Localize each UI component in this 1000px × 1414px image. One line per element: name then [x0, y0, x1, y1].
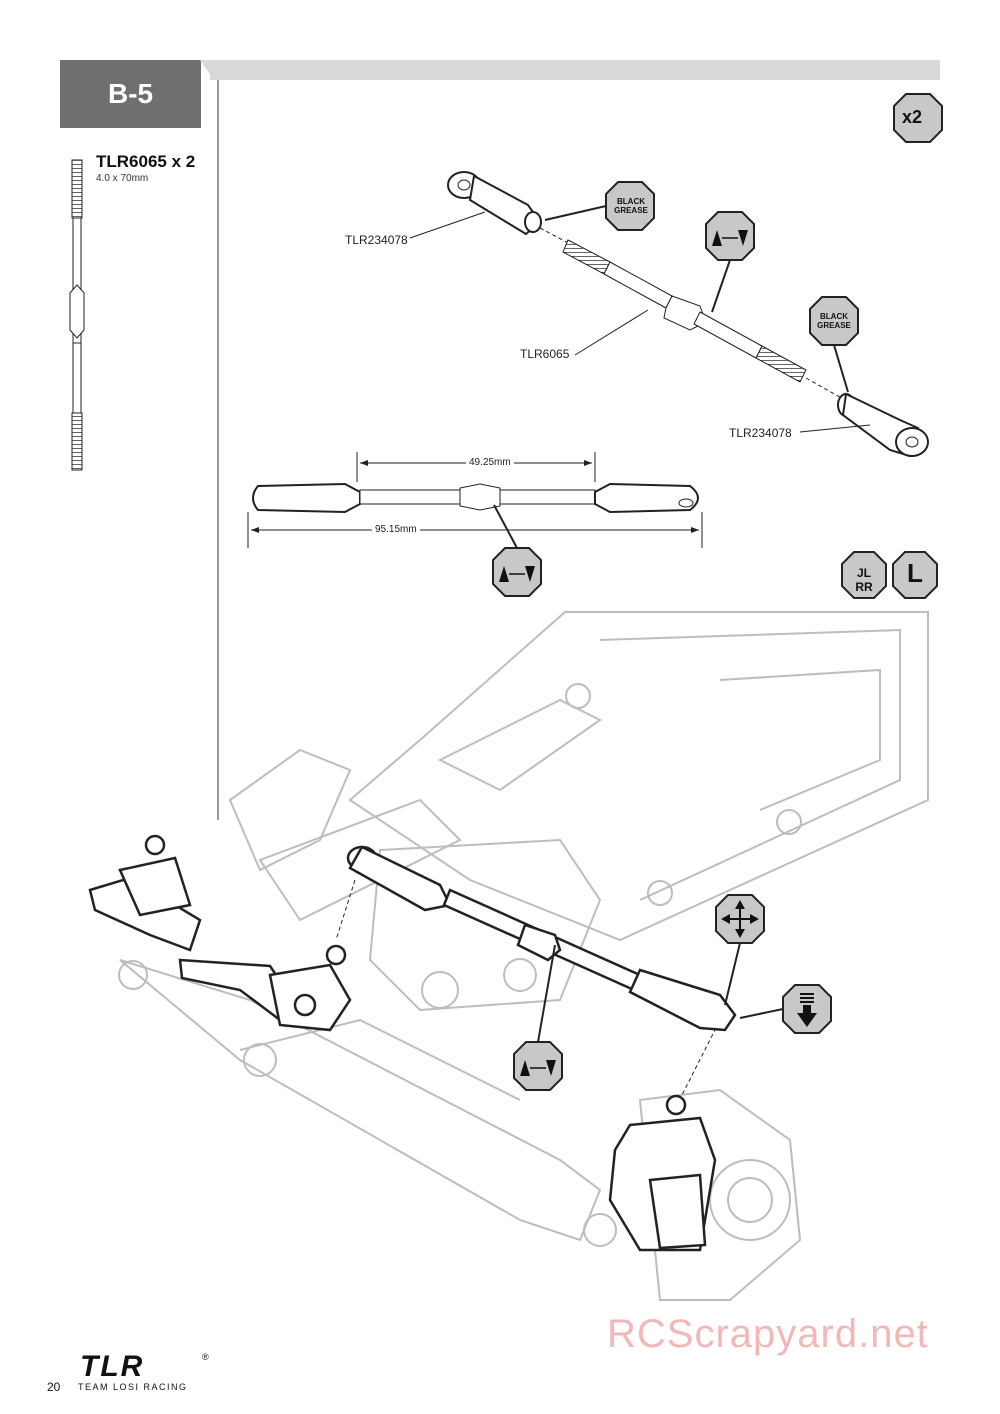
mirror-left-right-icon — [841, 551, 887, 599]
parts-title: TLR6065 x 2 — [96, 152, 196, 171]
left-side-icon — [892, 551, 938, 599]
press-down-icon — [739, 984, 832, 1034]
inner-dimension-label: 49.25mm — [466, 457, 514, 468]
chassis-drawing — [118, 611, 929, 1301]
grease-badge-text-lower: BLACK GREASE — [815, 312, 853, 330]
grease-word-2-lower: GREASE — [817, 321, 851, 330]
side-icon-label: L — [907, 558, 923, 588]
adjust-arrows-icon — [705, 211, 755, 313]
grease-word-2: GREASE — [614, 206, 648, 215]
rod-end-upper-part — [447, 171, 542, 236]
column-divider — [217, 80, 219, 820]
grease-word-1: BLACK — [617, 197, 645, 206]
grease-badge-text-upper: BLACK GREASE — [612, 197, 650, 215]
mirror-icon-label: JL RR — [855, 566, 873, 594]
step-tab: B-5 — [60, 60, 201, 128]
turnbuckle-rod-vertical — [69, 159, 85, 471]
black-grease-icon — [544, 181, 859, 393]
rod-end-upper-label: TLR234078 — [345, 233, 408, 247]
rod-end-lower-part — [837, 392, 929, 458]
brand-logo: TLR — [80, 1350, 145, 1383]
move-all-directions-icon — [715, 894, 765, 1006]
registered-mark: ® — [202, 1352, 209, 1362]
brand-logo-subtitle: TEAM LOSI RACING — [78, 1382, 188, 1392]
steering-knuckle-left — [88, 834, 352, 1032]
turnbuckle-installed — [346, 845, 737, 1032]
rod-end-lower-label: TLR234078 — [729, 426, 792, 440]
quantity-badge-icon — [893, 93, 943, 143]
header-bar — [210, 60, 940, 80]
assembled-turnbuckle — [247, 452, 703, 548]
quantity-badge-label: x2 — [902, 107, 923, 127]
grease-word-1-lower: BLACK — [820, 312, 848, 321]
rod-label: TLR6065 — [520, 347, 570, 361]
overall-dimension-label: 95.15mm — [372, 524, 420, 535]
turnbuckle-rod-diagonal — [562, 239, 807, 383]
step-label: B-5 — [107, 78, 154, 109]
page-number: 20 — [47, 1380, 61, 1394]
watermark: RCScrapyard.net — [607, 1312, 929, 1356]
adjust-arrows-icon-lower — [513, 944, 563, 1091]
parts-subtitle: 4.0 x 70mm — [96, 173, 149, 184]
adjust-arrows-icon-middle — [492, 504, 542, 597]
steering-knuckle-right — [608, 1094, 717, 1252]
